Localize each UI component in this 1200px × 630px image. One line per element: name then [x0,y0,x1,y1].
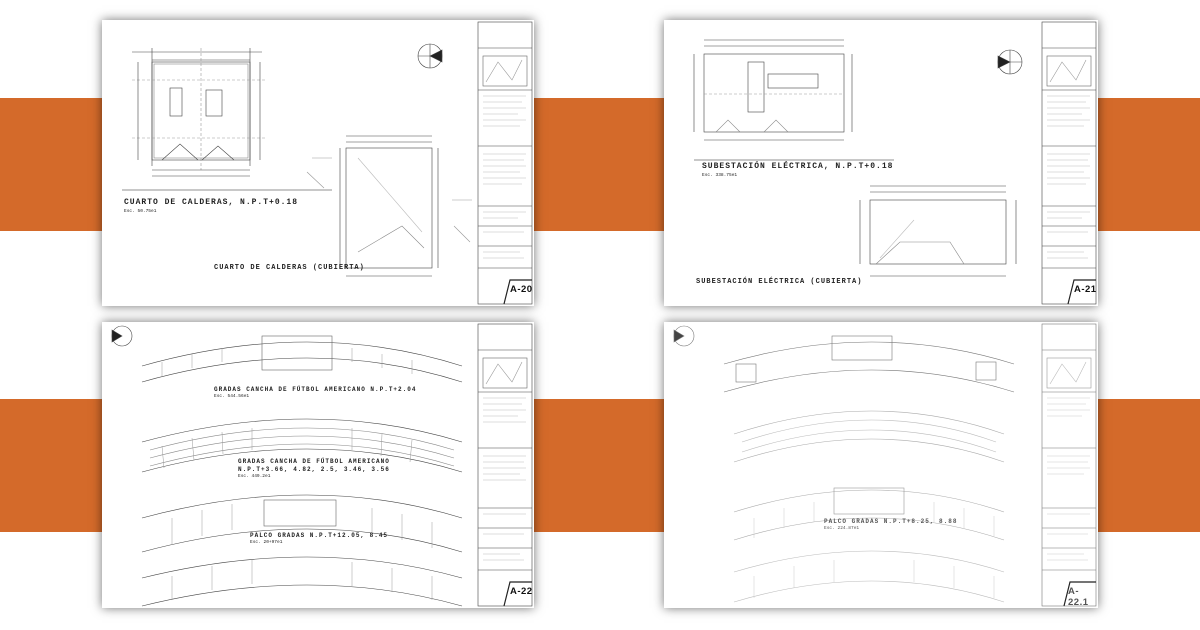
title-block [477,21,533,305]
stand-label-bottom-scale: Esc. 224.87e1 [824,526,860,531]
drawing-sheet-a20: CUARTO DE CALDERAS, N.P.T+0.18 Esc. 50.7… [102,20,534,306]
roof-title: CUARTO DE CALDERAS (CUBIERTA) [214,264,365,272]
sheet-number: A-21 [1074,284,1097,295]
plan-scale: Esc. 50.75e1 [124,209,157,214]
plan-title: CUARTO DE CALDERAS, N.P.T+0.18 [124,198,299,207]
stand-label-bottom: PALCO GRADAS N.P.T+8.25, 8.88 [824,518,958,525]
stand-label-top: GRADAS CANCHA DE FÚTBOL AMERICANO N.P.T+… [214,386,417,393]
sheet-a22-drawing [111,323,533,607]
title-block [1041,21,1097,305]
plan-scale: Esc. 338.75e1 [702,173,738,178]
drawing-sheet-a22: GRADAS CANCHA DE FÚTBOL AMERICANO N.P.T+… [102,322,534,608]
sheet-a20-drawing [122,21,533,305]
sheet-number: A-20 [510,284,533,295]
sheet-a22-1-drawing [673,323,1097,607]
plan-title: SUBESTACIÓN ELÉCTRICA, N.P.T+0.18 [702,162,894,171]
stand-label-bottom-scale: Esc. 20+97e1 [250,540,283,545]
substation-walls [703,53,845,133]
stand-label-mid-levels: N.P.T+3.66, 4.82, 2.5, 3.46, 3.56 [238,466,390,473]
drawing-sheet-a21: SUBESTACIÓN ELÉCTRICA, N.P.T+0.18 Esc. 3… [664,20,1098,306]
stand-label-mid: GRADAS CANCHA DE FÚTBOL AMERICANO [238,458,390,465]
stand-label-top-scale: Esc. 544.56e1 [214,394,250,399]
title-block [1041,323,1097,607]
sheet-number: A-22 [510,586,533,597]
drawing-sheet-a22-1: PALCO GRADAS N.P.T+8.25, 8.88 Esc. 224.8… [664,322,1098,608]
roof-outline [869,199,1007,265]
sheet-number: A-22.1 [1068,586,1089,608]
roof-outline [345,147,433,269]
stand-label-mid-scale: Esc. 449.2e1 [238,474,271,479]
sheet-a21-drawing [693,21,1097,305]
stand-label-bottom: PALCO GRADAS N.P.T+12.05, 8.45 [250,532,389,539]
roof-title: SUBESTACIÓN ELÉCTRICA (CUBIERTA) [696,278,863,286]
title-block [477,323,533,607]
